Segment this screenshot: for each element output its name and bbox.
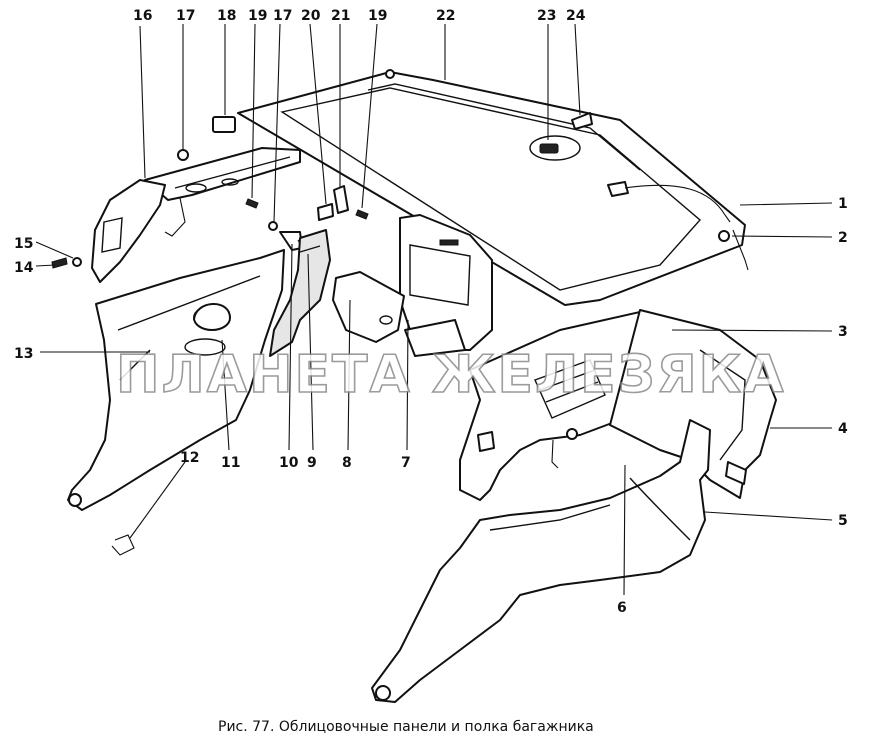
top-rail (144, 147, 301, 201)
lower-right-panel (371, 419, 711, 703)
callout-17-left: 17 (176, 8, 195, 24)
watermark-text: ПЛАНЕТА ЖЕЛЕЗЯКА (116, 345, 785, 405)
left-upper-side-panel (91, 179, 186, 283)
callout-17-right: 17 (273, 8, 292, 24)
left-pillar-trim (269, 229, 331, 357)
callout-12: 12 (180, 450, 199, 466)
callout-2: 2 (838, 230, 848, 246)
callout-15: 15 (14, 236, 33, 252)
callout-9: 9 (307, 455, 317, 471)
callout-6: 6 (617, 600, 627, 616)
clip-part (111, 534, 135, 556)
callout-4: 4 (838, 421, 848, 437)
callout-16: 16 (133, 8, 152, 24)
callout-22: 22 (436, 8, 455, 24)
callout-13: 13 (14, 346, 33, 362)
parcel-shelf (237, 69, 749, 306)
callout-11: 11 (221, 455, 240, 471)
leader-lines (35, 23, 833, 596)
callout-labels: 16 17 18 19 17 20 21 19 22 23 24 1 2 3 4… (14, 8, 848, 616)
callout-24: 24 (566, 8, 586, 24)
callout-19-right: 19 (368, 8, 387, 24)
right-side-panel (609, 309, 777, 499)
callout-3: 3 (838, 324, 848, 340)
callout-23: 23 (537, 8, 556, 24)
callout-21: 21 (331, 8, 350, 24)
callout-5: 5 (838, 513, 848, 529)
fasteners (51, 116, 369, 269)
figure-caption: Рис. 77. Облицовочные панели и полка баг… (218, 719, 594, 735)
callout-18: 18 (217, 8, 236, 24)
callout-7: 7 (401, 455, 411, 471)
left-lower-side-panel (67, 249, 285, 511)
callout-10: 10 (279, 455, 299, 471)
callout-14: 14 (14, 260, 34, 276)
callout-1: 1 (838, 196, 848, 212)
rear-panel-trim (399, 214, 493, 357)
callout-19-left: 19 (248, 8, 267, 24)
small-panel (332, 271, 405, 343)
callout-20: 20 (301, 8, 321, 24)
callout-8: 8 (342, 455, 352, 471)
